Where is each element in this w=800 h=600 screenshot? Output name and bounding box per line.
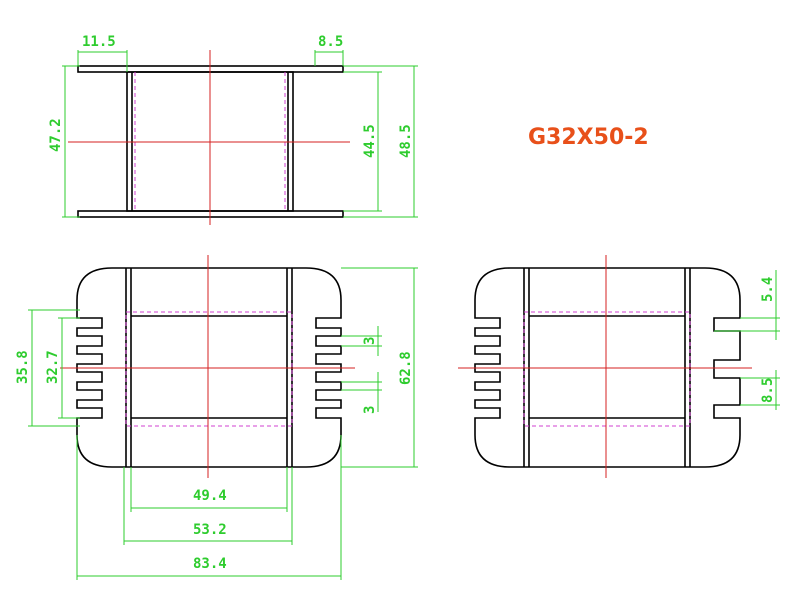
dim-front-pin-pitch-a: 3: [362, 337, 378, 345]
front-view: 35.8 32.7 3 3 62.8 49.4 53.2: [15, 255, 418, 580]
dim-top-flange-left: 11.5: [82, 34, 116, 50]
dim-top-inner-height: 44.5: [362, 124, 378, 158]
side-body-outline: [474, 267, 741, 468]
top-view: 11.5 8.5 47.2 44.5 48.5: [48, 34, 418, 225]
side-view: 5.4 8.5: [458, 255, 780, 478]
dim-top-outer-height: 48.5: [398, 124, 414, 158]
part-title: G32X50-2: [528, 125, 649, 150]
dim-front-total-width: 83.4: [193, 556, 227, 572]
front-body-outline: [76, 267, 342, 468]
dim-front-slot-height: 32.7: [45, 350, 61, 384]
dim-front-mid-width: 53.2: [193, 522, 227, 538]
dim-top-height-left: 47.2: [48, 118, 64, 152]
dim-front-total-height: 62.8: [398, 351, 414, 385]
dim-front-outer-height: 35.8: [15, 350, 31, 384]
dim-front-inner-width: 49.4: [193, 488, 227, 504]
dim-top-flange-right: 8.5: [318, 34, 343, 50]
dim-side-notch-a: 5.4: [760, 277, 776, 302]
dim-front-pin-pitch-b: 3: [362, 406, 378, 414]
dim-side-notch-b: 8.5: [760, 378, 776, 403]
